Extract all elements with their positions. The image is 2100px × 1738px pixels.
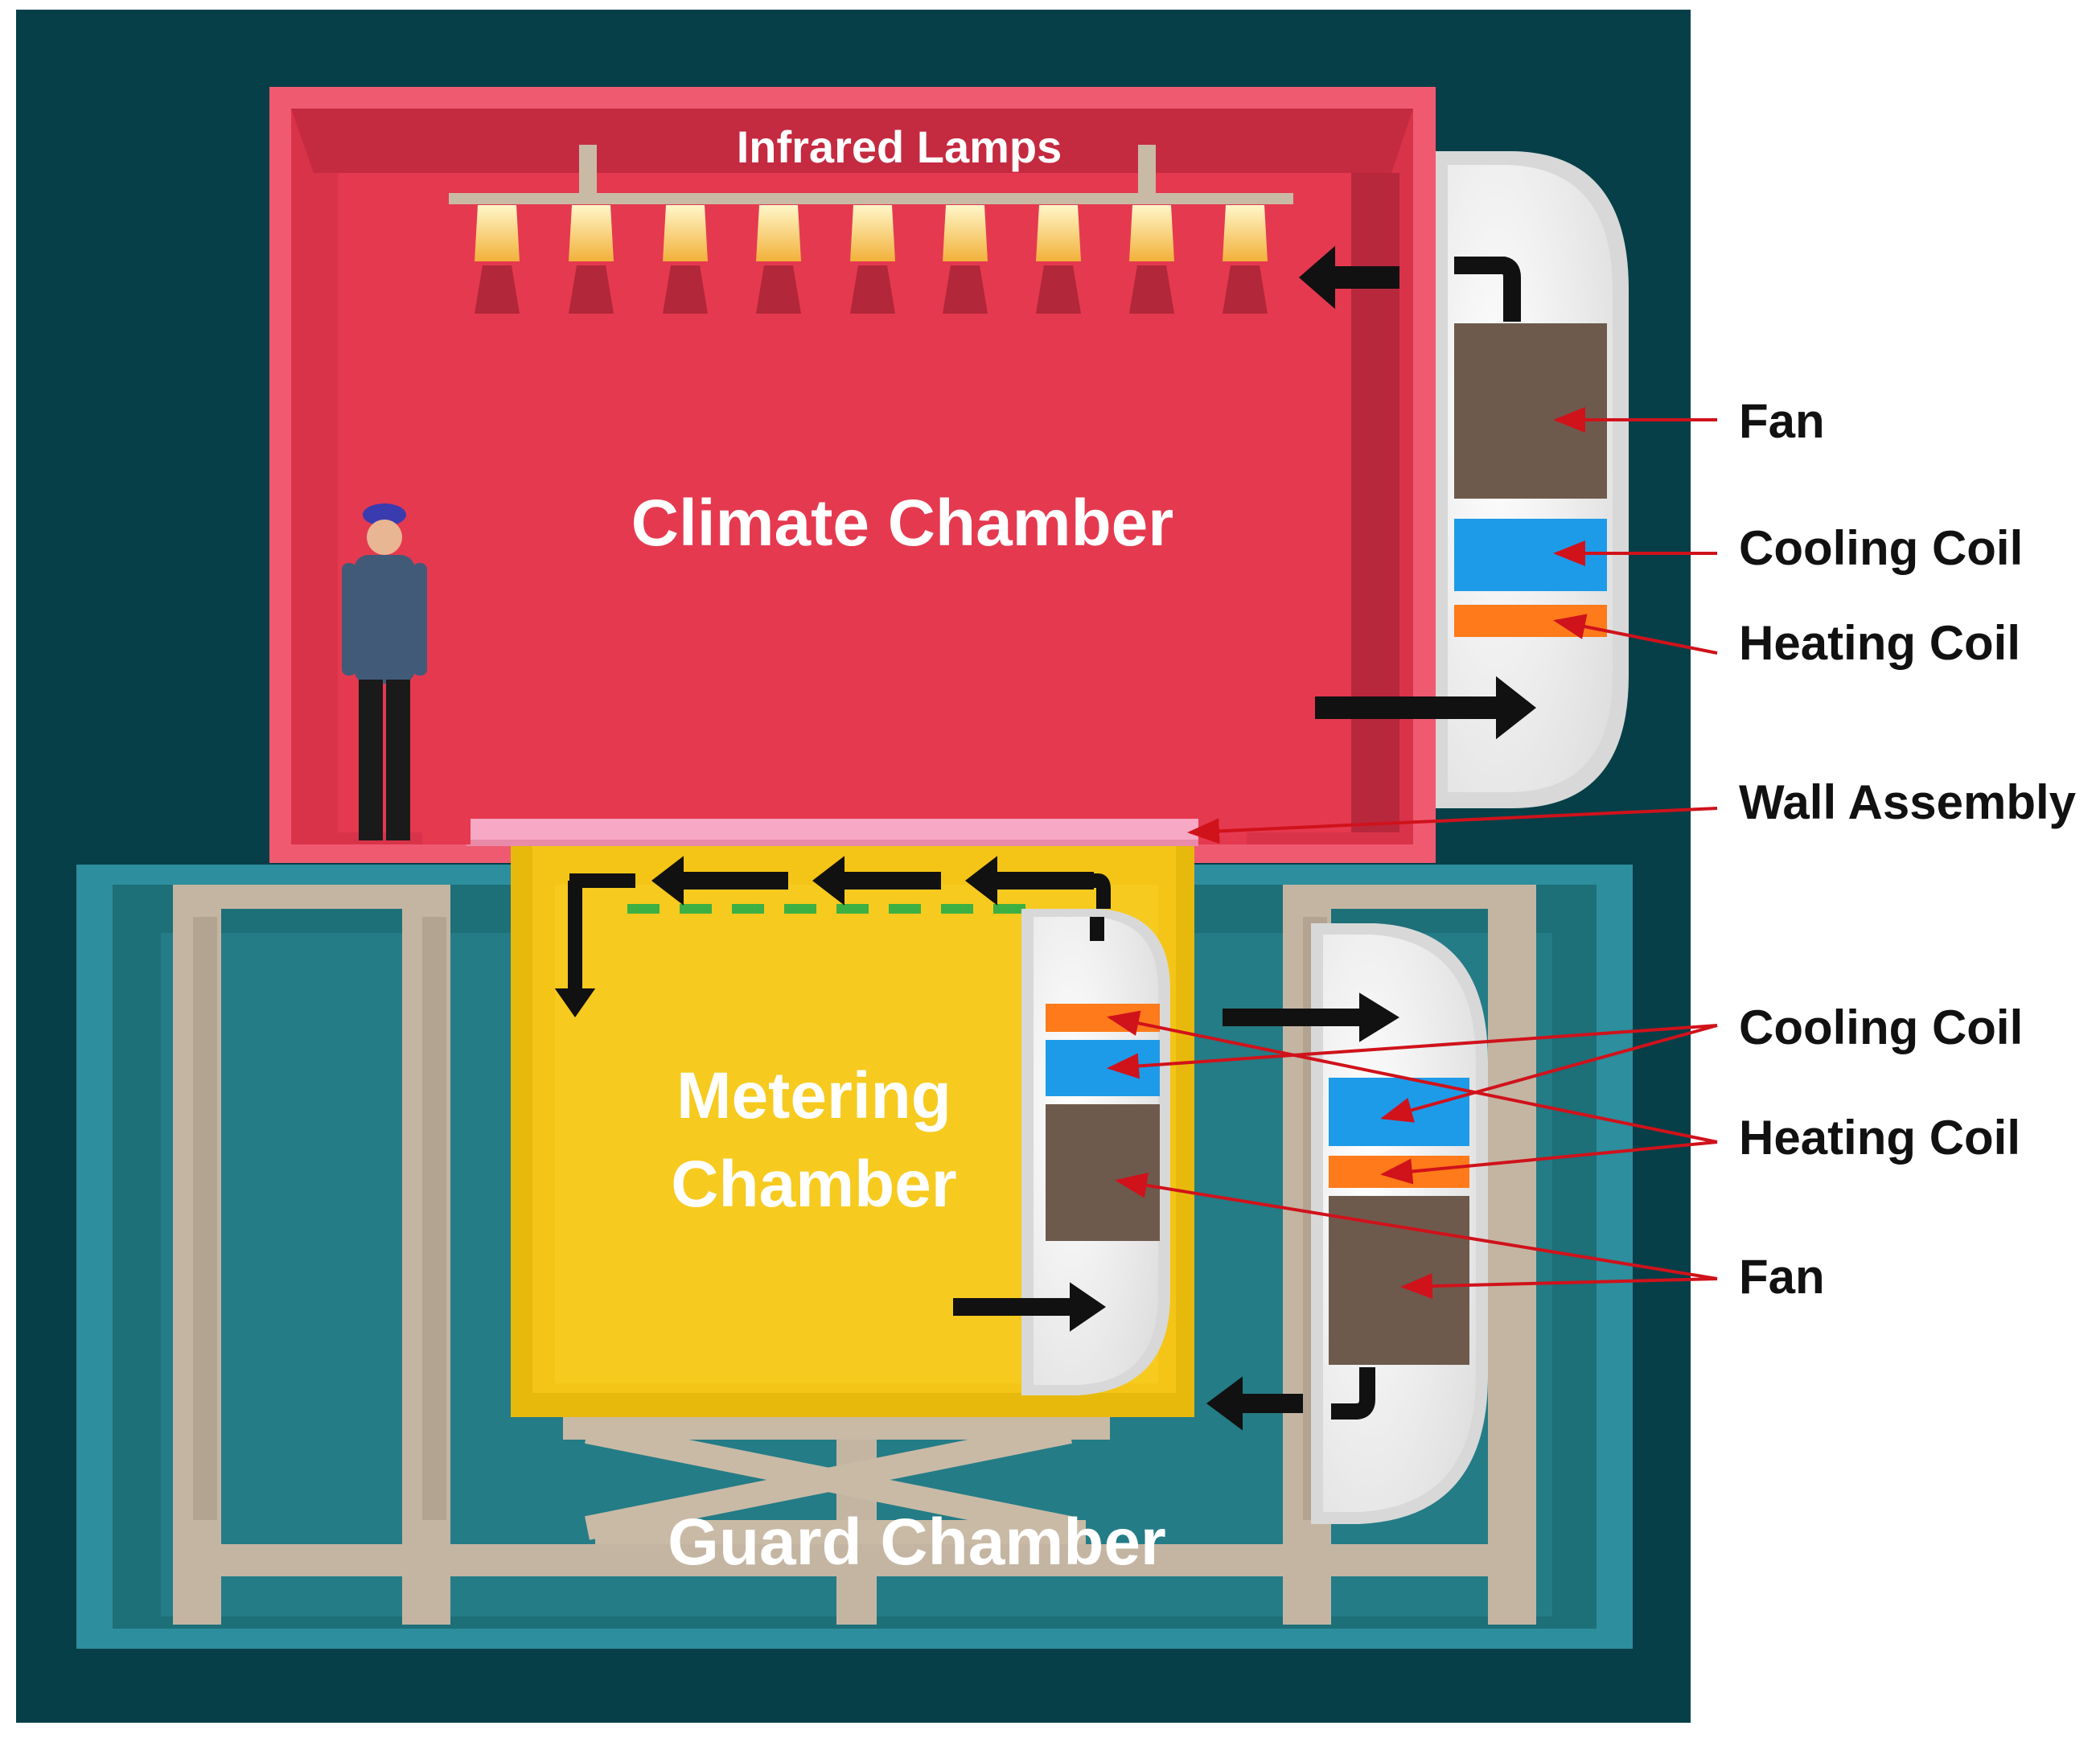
infrared-lamp-array [449,145,1293,204]
metering-heating-coil [1046,1004,1160,1032]
lamp-icon [569,205,614,314]
callout-climate-heating-coil: Heating Coil [1739,616,2020,670]
lamp-icon [663,205,708,314]
guard-chamber-label: Guard Chamber [668,1506,1166,1579]
lamp-icon [756,205,801,314]
flow-arrow-icon [651,856,788,906]
metering-air-handler [1021,909,1170,1395]
wall-assembly [422,800,1247,846]
callout-climate-fan: Fan [1739,394,1825,448]
callout-wall-assembly: Wall Assembly [1739,775,2077,829]
flow-arrow-icon [1223,992,1399,1042]
metering-cooling-coil [1046,1040,1160,1096]
climate-fan [1454,323,1607,499]
callout-lower-cooling-coil: Cooling Coil [1739,1000,2023,1054]
guard-frame [173,885,1536,1625]
callout-lower-heating-coil: Heating Coil [1739,1111,2020,1165]
infrared-lamps-label: Infrared Lamps [737,121,1062,172]
flow-arrow-icon [965,856,1094,906]
person-icon [342,503,427,840]
guard-fan [1329,1196,1469,1365]
flow-arrow-icon [1094,873,1111,909]
metering-chamber-label-line1: Metering [676,1059,951,1132]
metering-fan [1046,1104,1160,1241]
lamp-icon [850,205,895,314]
climate-chamber-label: Climate Chamber [631,487,1173,560]
lamps-group [475,205,1268,314]
climate-heating-coil [1454,605,1607,637]
flow-arrow-icon [1315,676,1536,740]
lamp-icon [475,205,520,314]
flow-arrow-icon [953,1282,1106,1332]
flow-arrows [554,245,1536,1431]
lamp-icon [943,205,988,314]
flow-arrow-icon [554,881,596,1017]
callout-climate-cooling-coil: Cooling Coil [1739,521,2023,575]
callout-lower-fan: Fan [1739,1250,1825,1304]
lamp-icon [1036,205,1081,314]
lamp-icon [1223,205,1268,314]
flow-arrow-icon [1206,1376,1303,1431]
lamp-icon [1129,205,1174,314]
flow-arrow-icon [1299,245,1399,310]
callout-lines [1107,407,1718,1300]
support-stand [585,1420,1072,1540]
metering-chamber-label-line2: Chamber [671,1148,956,1221]
flow-arrow-icon [812,856,941,906]
